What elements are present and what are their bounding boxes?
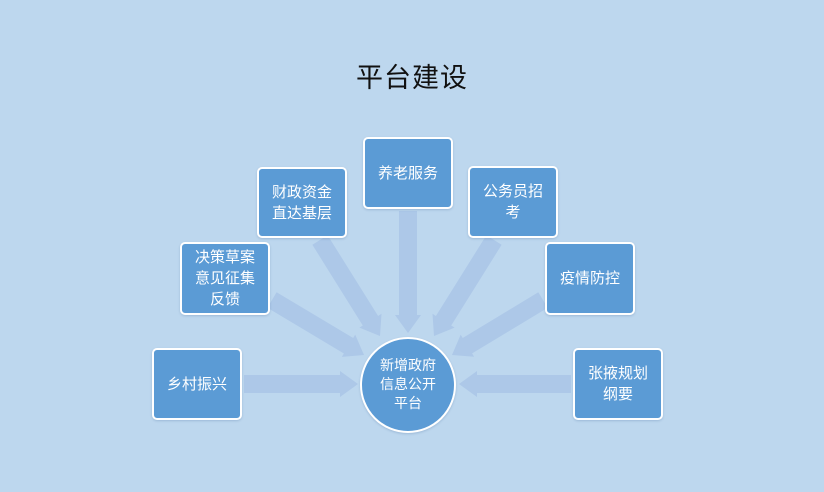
arrow-zhangye-plan — [459, 371, 571, 397]
arrow-rural-revitalization — [244, 371, 358, 397]
hub-info-platform: 新增政府 信息公开 平台 — [360, 337, 456, 433]
arrow-draft-feedback — [267, 292, 364, 357]
node-civil-service-exam: 公务员招 考 — [468, 166, 558, 238]
node-rural-revitalization: 乡村振兴 — [152, 348, 242, 420]
node-zhangye-plan: 张掖规划 纲要 — [573, 348, 663, 420]
arrow-elderly-care — [395, 211, 421, 333]
node-draft-feedback: 决策草案 意见征集 反馈 — [180, 242, 270, 315]
page-title: 平台建设 — [356, 63, 468, 94]
node-epidemic-control: 疫情防控 — [545, 242, 635, 315]
node-fiscal-funds: 财政资金 直达基层 — [257, 167, 347, 238]
node-elderly-care: 养老服务 — [363, 137, 453, 209]
arrow-fiscal-funds — [312, 235, 382, 336]
arrow-epidemic-control — [452, 292, 548, 357]
arrow-civil-service-exam — [432, 235, 502, 336]
